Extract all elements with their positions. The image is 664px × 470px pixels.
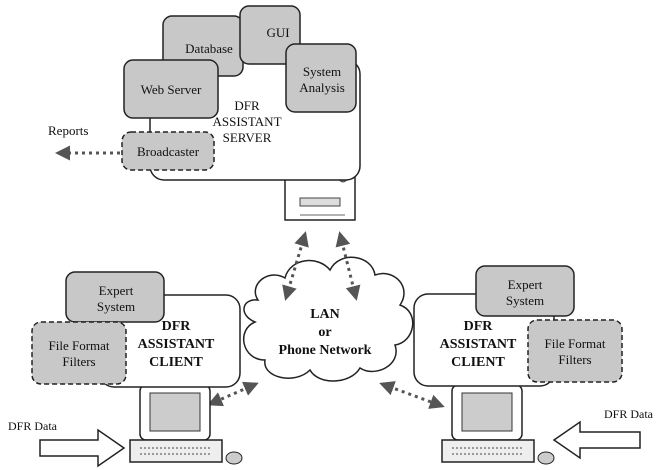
right-client-title-line3: CLIENT bbox=[451, 355, 505, 370]
network-cloud: LAN or Phone Network bbox=[243, 256, 414, 382]
right-dfr-data-label: DFR Data bbox=[604, 407, 654, 421]
web-server-module: Web Server bbox=[123, 59, 219, 119]
right-client-group: Expert System DFR ASSISTANT CLIENT File … bbox=[413, 265, 654, 465]
right-file-format-filters-module: File Format Filters bbox=[527, 319, 623, 383]
server-title-line1: DFR bbox=[234, 98, 260, 113]
left-client-group: Expert System DFR ASSISTANT CLIENT File … bbox=[8, 271, 243, 468]
left-filters-label-line1: File Format bbox=[48, 338, 109, 353]
network-client-right-arrow bbox=[379, 381, 445, 409]
broadcaster-label: Broadcaster bbox=[137, 144, 200, 159]
left-expert-label-line2: System bbox=[97, 299, 135, 314]
gui-label: GUI bbox=[266, 25, 289, 40]
system-analysis-label-line1: System bbox=[303, 64, 341, 79]
right-filters-label-line2: Filters bbox=[558, 352, 591, 367]
system-analysis-module: System Analysis bbox=[285, 43, 357, 113]
left-client-title-line1: DFR bbox=[162, 319, 192, 334]
right-expert-system-module: Expert System bbox=[475, 265, 575, 317]
left-client-title-line3: CLIENT bbox=[149, 355, 203, 370]
left-filters-label-line2: Filters bbox=[62, 354, 95, 369]
server-title-line3: SERVER bbox=[223, 130, 272, 145]
right-filters-label-line1: File Format bbox=[544, 336, 605, 351]
left-file-format-filters-module: File Format Filters bbox=[31, 321, 127, 385]
database-label: Database bbox=[185, 41, 233, 56]
left-client-title-line2: ASSISTANT bbox=[138, 337, 215, 352]
right-client-title-line1: DFR bbox=[464, 319, 494, 334]
gui-module: GUI bbox=[239, 5, 301, 65]
network-label-line3: Phone Network bbox=[279, 343, 372, 358]
broadcaster-module: Broadcaster bbox=[121, 131, 215, 171]
right-client-title-line2: ASSISTANT bbox=[440, 337, 517, 352]
web-server-label: Web Server bbox=[141, 82, 202, 97]
server-group: Database GUI Web Server System Analysis … bbox=[48, 5, 361, 221]
right-dfr-data-arrow bbox=[552, 420, 641, 460]
server-title-line2: ASSISTANT bbox=[212, 114, 281, 129]
network-client-left-arrow bbox=[207, 381, 259, 407]
right-expert-label-line2: System bbox=[506, 293, 544, 308]
network-label-line1: LAN bbox=[310, 307, 340, 322]
system-analysis-label-line2: Analysis bbox=[299, 80, 345, 95]
left-expert-system-module: Expert System bbox=[65, 271, 165, 323]
reports-label: Reports bbox=[48, 123, 88, 138]
left-computer-icon bbox=[129, 384, 243, 465]
right-expert-label-line1: Expert bbox=[508, 277, 543, 292]
left-dfr-data-label: DFR Data bbox=[8, 419, 58, 433]
left-dfr-data-arrow bbox=[39, 428, 126, 468]
right-computer-icon bbox=[441, 384, 555, 465]
network-label-line2: or bbox=[318, 325, 331, 340]
left-expert-label-line1: Expert bbox=[99, 283, 134, 298]
